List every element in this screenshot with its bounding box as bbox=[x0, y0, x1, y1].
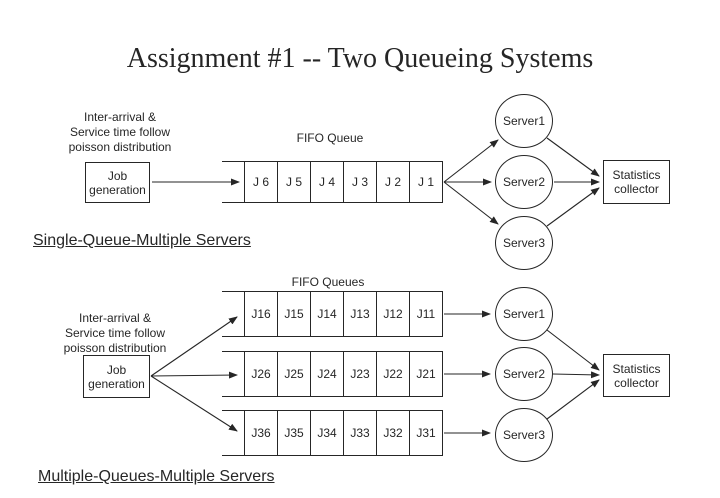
note-line: Inter-arrival & bbox=[83, 110, 157, 124]
queue-cell: J31 bbox=[409, 410, 443, 456]
arrow-server3-to-stats bbox=[546, 187, 600, 227]
queue-cell: J25 bbox=[277, 351, 311, 397]
queue-open-end bbox=[222, 161, 245, 203]
queue-cell: J 3 bbox=[343, 161, 377, 203]
queue-cell: J32 bbox=[376, 410, 410, 456]
note-line: Inter-arrival & bbox=[78, 311, 152, 325]
queue-cell: J21 bbox=[409, 351, 443, 397]
server2-circle: Server2 bbox=[495, 347, 553, 401]
server1-circle: Server1 bbox=[495, 287, 553, 341]
queue-cell: J15 bbox=[277, 291, 311, 337]
statistics-collector-box: Statistics collector bbox=[603, 160, 670, 204]
stats-box-line: collector bbox=[614, 182, 659, 196]
arrow-queue-to-server1 bbox=[443, 139, 499, 183]
queue-cell: J34 bbox=[310, 410, 344, 456]
arrow-server2-to-stats bbox=[552, 371, 600, 379]
job-generation-box: Job generation bbox=[85, 162, 150, 203]
queue-cell: J12 bbox=[376, 291, 410, 337]
queue-cell: J35 bbox=[277, 410, 311, 456]
queue-open-end bbox=[222, 291, 245, 337]
queue-cell: J 5 bbox=[277, 161, 311, 203]
queue-cell: J24 bbox=[310, 351, 344, 397]
queue-cell: J 4 bbox=[310, 161, 344, 203]
arrow-jobgen-to-queue1 bbox=[150, 316, 238, 377]
queue-open-end bbox=[222, 351, 245, 397]
arrow-server1-to-stats bbox=[546, 329, 600, 371]
job-box-line: Job bbox=[107, 168, 128, 183]
queue-cell: J23 bbox=[343, 351, 377, 397]
note-line: Service time follow bbox=[69, 125, 171, 139]
fifo-queue-label: FIFO Queue bbox=[296, 131, 364, 145]
fifo-queues-label: FIFO Queues bbox=[291, 275, 365, 289]
note-line: poisson distribution bbox=[68, 140, 172, 154]
fifo-queue-1: J16 J15 J14 J13 J12 J11 bbox=[222, 291, 443, 337]
job-box-line: generation bbox=[89, 182, 146, 197]
queue-cell: J26 bbox=[244, 351, 278, 397]
queue-cell: J36 bbox=[244, 410, 278, 456]
poisson-note: Inter-arrival & Service time follow pois… bbox=[25, 311, 205, 356]
queue-cell: J11 bbox=[409, 291, 443, 337]
job-box-line: Job bbox=[106, 362, 127, 377]
server3-circle: Server3 bbox=[495, 216, 553, 270]
job-generation-box: Job generation bbox=[83, 355, 150, 398]
fifo-queue: J 6 J 5 J 4 J 3 J 2 J 1 bbox=[222, 161, 443, 203]
job-box-line: generation bbox=[88, 376, 145, 391]
note-line: Service time follow bbox=[64, 326, 166, 340]
server2-circle: Server2 bbox=[495, 155, 553, 209]
queue-cell: J 1 bbox=[409, 161, 443, 203]
server3-circle: Server3 bbox=[495, 408, 553, 462]
queue-open-end bbox=[222, 410, 245, 456]
fifo-queue-2: J26 J25 J24 J23 J22 J21 bbox=[222, 351, 443, 397]
arrow-queue-to-server3 bbox=[443, 181, 499, 225]
note-line: poisson distribution bbox=[63, 341, 167, 355]
poisson-note: Inter-arrival & Service time follow pois… bbox=[30, 110, 210, 155]
arrow-server1-to-stats bbox=[546, 137, 600, 177]
queue-cell: J 2 bbox=[376, 161, 410, 203]
queue-cell: J 6 bbox=[244, 161, 278, 203]
stats-box-line: collector bbox=[614, 375, 659, 390]
arrow-jobgen-to-queue3 bbox=[150, 375, 238, 432]
statistics-collector-box: Statistics collector bbox=[603, 354, 670, 397]
queue-cell: J33 bbox=[343, 410, 377, 456]
slide-title: Assignment #1 -- Two Queueing Systems bbox=[126, 43, 594, 74]
stats-box-line: Statistics bbox=[612, 168, 661, 182]
arrow-server3-to-stats bbox=[546, 379, 600, 420]
fifo-queue-3: J36 J35 J34 J33 J32 J31 bbox=[222, 410, 443, 456]
queue-cell: J13 bbox=[343, 291, 377, 337]
queue-cell: J22 bbox=[376, 351, 410, 397]
section-label-single-queue: Single-Queue-Multiple Servers bbox=[33, 232, 251, 249]
server1-circle: Server1 bbox=[495, 94, 553, 148]
arrow-jobgen-to-queue2 bbox=[150, 371, 238, 379]
section-label-multiple-queues: Multiple-Queues-Multiple Servers bbox=[38, 468, 275, 485]
stats-box-line: Statistics bbox=[612, 361, 661, 376]
queue-cell: J14 bbox=[310, 291, 344, 337]
queue-cell: J16 bbox=[244, 291, 278, 337]
